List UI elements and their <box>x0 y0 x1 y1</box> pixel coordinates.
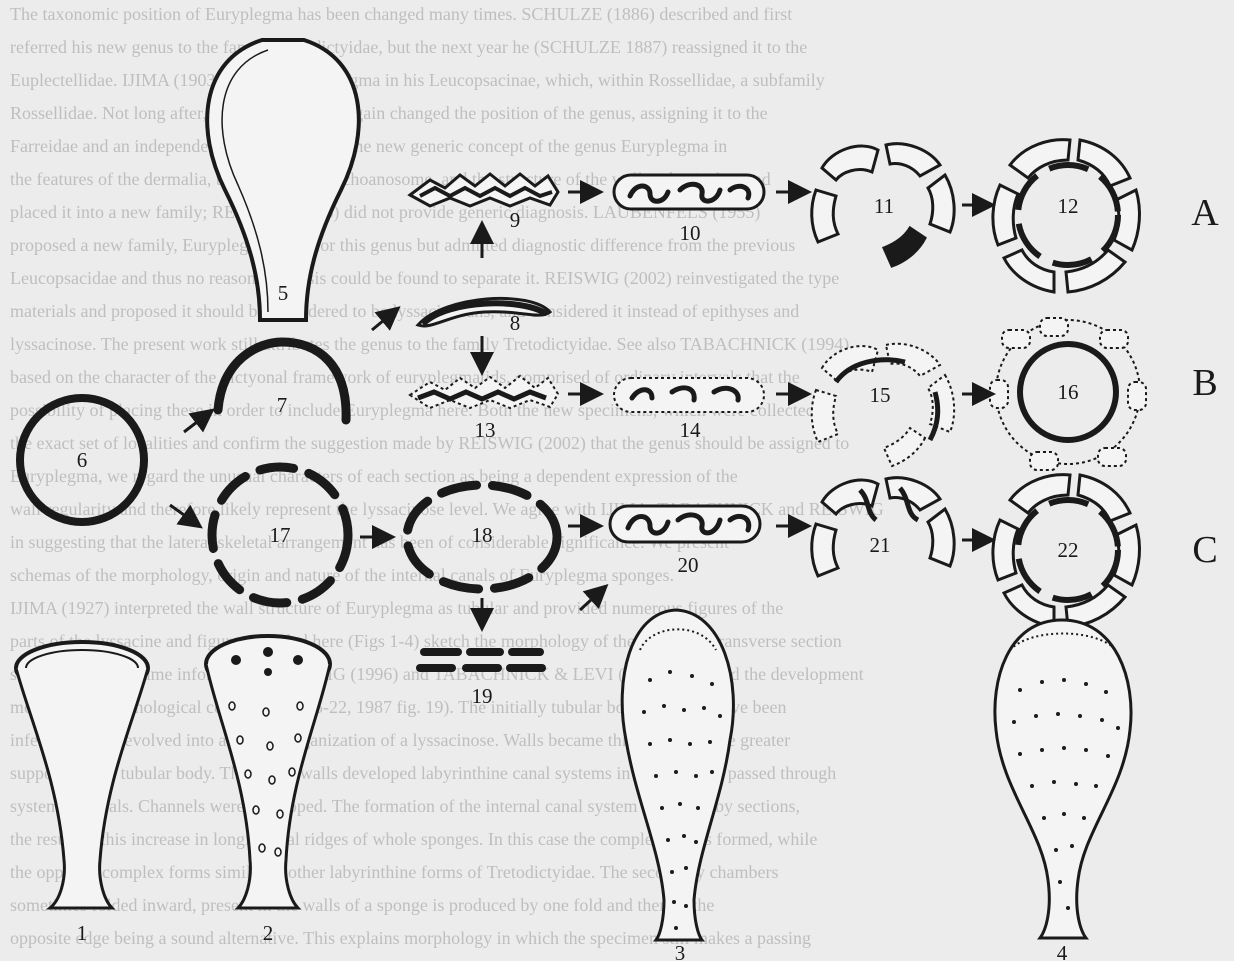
label-6: 6 <box>77 448 88 472</box>
arc-section-8 <box>418 298 550 326</box>
row-letters: A B C <box>1191 192 1219 571</box>
label-10: 10 <box>680 221 701 245</box>
label-21: 21 <box>870 533 891 557</box>
label-2: 2 <box>263 921 274 945</box>
row-label-a: A <box>1191 192 1219 234</box>
label-14: 14 <box>680 418 702 442</box>
label-3: 3 <box>675 941 686 961</box>
label-20: 20 <box>678 553 699 577</box>
label-12: 12 <box>1058 194 1079 218</box>
label-22: 22 <box>1058 538 1079 562</box>
row-label-c: C <box>1192 529 1217 571</box>
folded-section-20 <box>610 506 760 542</box>
label-17: 17 <box>270 523 291 547</box>
label-8: 8 <box>510 311 521 335</box>
row-label-b: B <box>1192 362 1217 404</box>
folded-section-14 <box>614 378 764 412</box>
folded-section-10 <box>614 175 764 209</box>
label-5: 5 <box>278 281 289 305</box>
sponge-body-3 <box>622 610 733 940</box>
sponge-body-1 <box>16 642 148 908</box>
label-18: 18 <box>472 523 493 547</box>
sponge-body-2 <box>206 636 330 908</box>
label-9: 9 <box>510 208 521 232</box>
folded-section-13 <box>410 376 558 408</box>
sponge-body-5 <box>207 40 359 320</box>
sponge-body-4 <box>995 620 1131 938</box>
folded-section-9 <box>410 174 558 206</box>
label-7: 7 <box>277 393 288 417</box>
label-15: 15 <box>870 383 891 407</box>
label-19: 19 <box>472 684 493 708</box>
label-4: 4 <box>1057 941 1068 961</box>
segmented-section-19 <box>420 652 542 668</box>
label-13: 13 <box>475 418 496 442</box>
label-1: 1 <box>77 921 88 945</box>
label-16: 16 <box>1058 380 1079 404</box>
labyrinth-section-21 <box>812 478 954 576</box>
label-11: 11 <box>874 194 894 218</box>
